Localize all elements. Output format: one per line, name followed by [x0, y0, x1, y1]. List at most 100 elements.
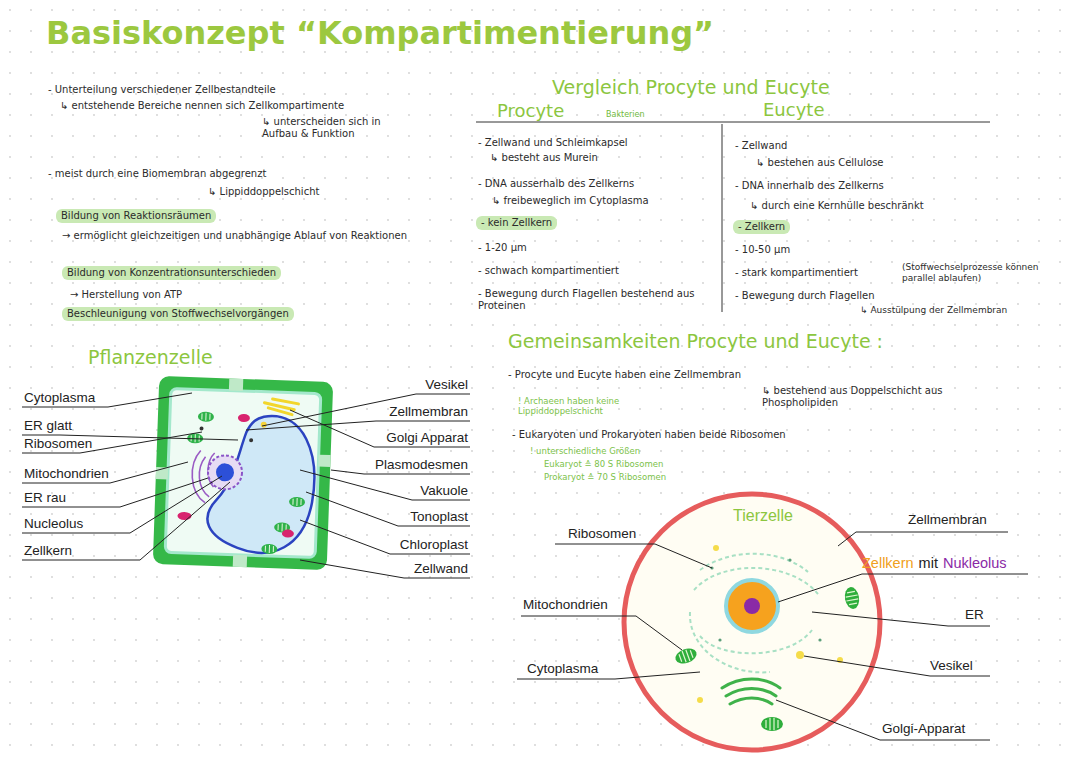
highlighted-note: Bildung von Konzentrationsunterschieden	[62, 266, 281, 280]
section-heading: Gemeinsamkeiten Procyte und Eucyte :	[508, 330, 883, 353]
plant-cell	[216, 463, 235, 482]
leader-line	[517, 532, 1028, 740]
section-heading: Pflanzenzelle	[88, 346, 213, 369]
note-text: - DNA ausserhalb des Zellkerns	[478, 178, 634, 190]
animal-cell	[624, 494, 880, 750]
animal-cell	[843, 586, 861, 610]
animal-cell	[818, 638, 821, 641]
part-label: Zellmembran	[389, 404, 468, 420]
part-label: Golgi-Apparat	[882, 721, 965, 737]
note-text: - 1-20 µm	[478, 242, 527, 254]
part-label: Cytoplasma	[527, 661, 598, 677]
leader-line	[521, 616, 682, 650]
plant-cell	[153, 376, 333, 570]
leader-line	[812, 612, 990, 626]
part-label: Plasmodesmen	[375, 457, 468, 473]
note-text: ↳ Ausstülpung der Zellmembran	[860, 305, 1007, 316]
plant-cell	[238, 414, 250, 422]
note-text: ! unterschiedliche Größen	[530, 446, 640, 456]
animal-cell	[722, 679, 780, 704]
animal-cell	[673, 646, 698, 667]
part-label: Zellkern	[24, 543, 72, 559]
table-line	[476, 122, 990, 123]
note-text: - schwach kompartimentiert	[478, 265, 619, 277]
animal-cell	[796, 651, 804, 659]
note-text: ↳ durch eine Kernhülle beschränkt	[750, 200, 924, 212]
note-text: ↳ unterscheiden sich in Aufbau & Funktio…	[262, 116, 412, 140]
plant-cell	[282, 529, 294, 537]
highlighted-note: - kein Zellkern	[476, 216, 557, 230]
part-label: ER	[965, 607, 984, 623]
part-label: Chloroplast	[400, 537, 468, 553]
part-label: Golgi Apparat	[386, 430, 468, 446]
column-heading: Procyte	[497, 100, 564, 122]
table-line	[722, 124, 723, 312]
leader-line	[22, 476, 222, 533]
plant-cell	[177, 512, 191, 520]
column-heading: Eucyte	[763, 99, 824, 121]
part-label: Zellwand	[414, 561, 468, 577]
part-label: mit	[919, 555, 938, 572]
animal-cell	[713, 545, 719, 551]
note-text: ↳ bestehen aus Cellulose	[756, 157, 884, 169]
plant-cell	[261, 544, 277, 555]
leader-line	[300, 520, 470, 554]
animal-cell	[761, 717, 783, 731]
leader-line	[804, 656, 990, 676]
note-text: Eukaryot ≙ 80 S Ribosomen	[544, 459, 663, 469]
plant-cell	[206, 414, 316, 555]
part-label: Ribosomen	[24, 436, 92, 452]
note-text: → ermöglicht gleichzeitigen und unabhäng…	[62, 230, 412, 242]
note-text: - Unterteilung verschiedener Zellbestand…	[48, 84, 276, 96]
plant-cell	[233, 555, 247, 567]
note-text: ↳ entstehende Bereiche nennen sich Zellk…	[60, 100, 344, 112]
part-label: ER rau	[24, 490, 66, 506]
plant-cell	[207, 455, 242, 490]
leader-line	[776, 700, 990, 740]
note-text: - Bewegung durch Flagellen	[735, 290, 874, 302]
note-text: → Herstellung von ATP	[70, 289, 182, 301]
note-text: - Eukaryoten und Prokaryoten haben beide…	[512, 429, 786, 441]
leader-line	[22, 482, 230, 560]
note-text: - Bewegung durch Flagellen bestehend aus…	[478, 288, 708, 312]
note-text: - Zellwand und Schleimkapsel	[478, 137, 628, 149]
note-text: - DNA innerhalb des Zellkerns	[735, 180, 884, 192]
animal-cell	[624, 494, 880, 750]
leader-line	[555, 544, 712, 568]
leader-line	[22, 478, 208, 507]
part-label: Mitochondrien	[523, 597, 608, 613]
note-text: ↳ Lippiddoppelschicht	[208, 186, 319, 198]
part-label: Zellkern	[862, 555, 914, 572]
note-text: ! Archaeen haben keine Lippiddoppelschic…	[518, 396, 658, 416]
plant-cell	[289, 497, 305, 508]
plant-cell	[264, 399, 299, 415]
part-label: Vakuole	[420, 483, 468, 499]
highlighted-note: Beschleunigung von Stoffwechselvorgängen	[62, 307, 294, 321]
leader-line	[838, 532, 1008, 546]
part-label: Vesikel	[930, 658, 973, 674]
plant-cell	[318, 455, 330, 467]
part-label: Mitochondrien	[24, 466, 109, 482]
note-text: - Zellwand	[735, 140, 787, 152]
animal-cell	[697, 697, 703, 703]
note-text: - Procyte und Eucyte haben eine Zellmemb…	[508, 369, 741, 381]
animal-cell	[726, 580, 778, 632]
leader-line	[300, 470, 470, 500]
animal-cell	[788, 558, 791, 561]
part-label: ER glatt	[24, 418, 72, 434]
plant-cell	[229, 378, 243, 390]
note-text: ↳ freibeweglich im Cytoplasma	[492, 195, 649, 207]
part-label: Tonoplast	[410, 509, 468, 525]
page-title: Basiskonzept “Kompartimentierung”	[46, 14, 714, 52]
note-text: - stark kompartimentiert	[735, 267, 858, 279]
note-text: - meist durch eine Biomembran abgegrenzt	[48, 168, 266, 180]
note-text: ↳ bestehend aus Doppelschicht aus Phosph…	[762, 385, 962, 409]
part-label: Cytoplasma	[24, 390, 95, 406]
leader-line	[300, 560, 470, 578]
plant-cell	[199, 426, 203, 430]
part-label: Ribosomen	[568, 526, 636, 542]
section-heading: Tierzelle	[733, 506, 793, 525]
table-line	[476, 122, 990, 312]
